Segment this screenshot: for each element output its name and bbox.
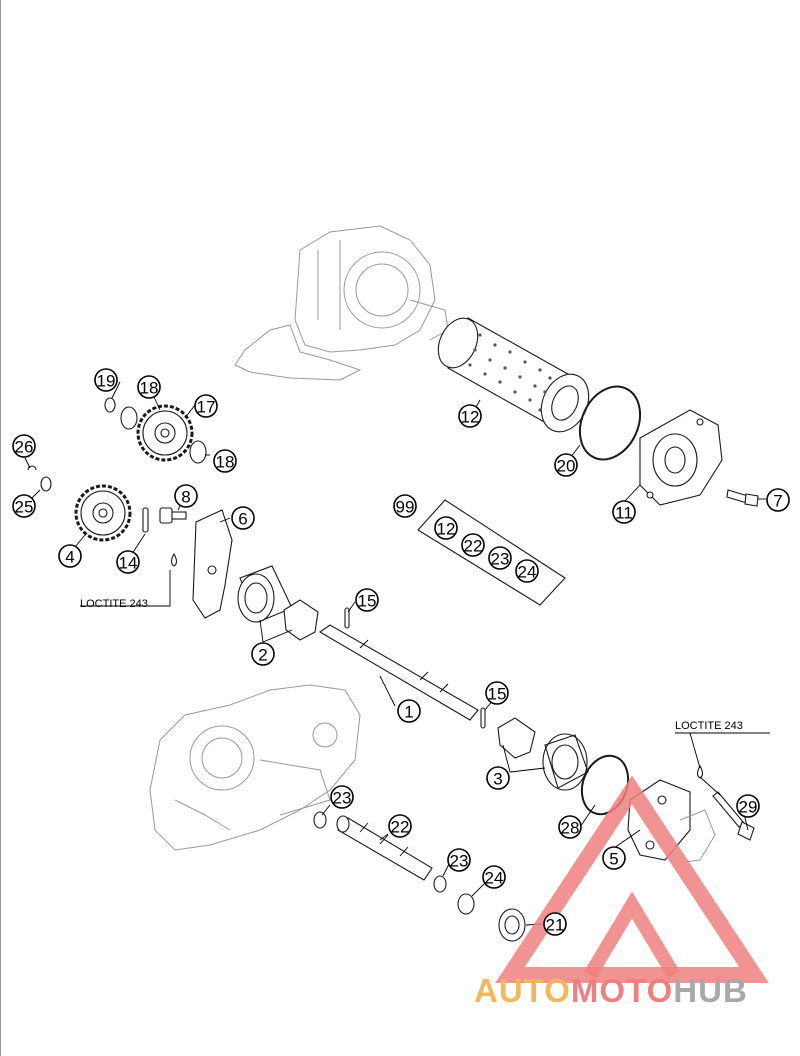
callout-14: 14 — [116, 550, 140, 574]
svg-text:20: 20 — [557, 457, 576, 476]
svg-text:14: 14 — [119, 554, 138, 573]
svg-text:18: 18 — [216, 453, 235, 472]
svg-text:7: 7 — [773, 492, 782, 511]
callout-99: 99 — [393, 494, 417, 518]
svg-text:21: 21 — [546, 916, 565, 935]
callout-2: 2 — [251, 642, 275, 666]
callout-3: 3 — [486, 766, 510, 790]
gear-4 — [74, 484, 132, 542]
svg-text:4: 4 — [65, 548, 74, 567]
bolt-7 — [726, 489, 759, 507]
pin-15-bottom — [480, 707, 486, 729]
callout-8: 8 — [174, 484, 198, 508]
pump-plate-hole — [207, 565, 217, 575]
callout-26: 26 — [12, 434, 36, 458]
loctite-label-right: LOCTITE 243 — [675, 720, 743, 732]
kit-callout-24: 24 — [515, 559, 539, 583]
svg-text:12: 12 — [461, 408, 480, 427]
bolt-8 — [159, 507, 187, 524]
oil-pump-rotor-2 — [237, 565, 319, 641]
svg-text:23: 23 — [491, 550, 510, 569]
callout-19: 19 — [94, 368, 118, 392]
svg-text:22: 22 — [391, 818, 410, 837]
watermark-hub: HUB — [673, 972, 748, 1009]
watermark-moto: MOTO — [570, 972, 674, 1009]
filter-cover — [639, 409, 723, 506]
callout-20: 20 — [554, 453, 578, 477]
oil-filter — [437, 317, 590, 433]
oil-pump-rotor-3 — [497, 717, 589, 791]
svg-text:11: 11 — [615, 504, 633, 523]
svg-text:26: 26 — [15, 438, 34, 457]
loctite-drop-right — [696, 764, 704, 779]
svg-text:24: 24 — [518, 563, 537, 582]
callout-17: 17 — [194, 394, 218, 418]
svg-text:12: 12 — [437, 520, 456, 539]
loctite-label-left: LOCTITE 243 — [80, 598, 148, 610]
o-ring-24 — [457, 893, 475, 915]
callout-28: 28 — [558, 815, 582, 839]
kit-callout-23: 23 — [488, 546, 512, 570]
pump-plate-6 — [192, 509, 233, 619]
callout-15-bottom: 15 — [485, 681, 509, 705]
callout-12: 12 — [458, 404, 482, 428]
svg-text:23: 23 — [450, 852, 469, 871]
svg-text:99: 99 — [396, 498, 415, 517]
callout-21: 21 — [543, 912, 567, 936]
svg-text:19: 19 — [97, 372, 116, 391]
svg-text:23: 23 — [333, 789, 352, 808]
bolt-29 — [712, 791, 755, 841]
svg-text:2: 2 — [258, 646, 267, 665]
oil-strainer-22 — [336, 815, 433, 881]
svg-text:18: 18 — [140, 379, 159, 398]
o-ring-23-right — [433, 875, 447, 893]
washers-gear-stack — [27, 397, 207, 492]
callout-18-top: 18 — [137, 375, 161, 399]
callout-1: 1 — [397, 699, 421, 723]
loctite-drop-left — [170, 552, 178, 567]
callout-23-right: 23 — [447, 848, 471, 872]
watermark-triangle — [495, 775, 769, 983]
watermark-auto: AUTO — [474, 972, 571, 1009]
callout-4: 4 — [58, 544, 82, 568]
callout-29: 29 — [736, 794, 760, 818]
pin-14 — [142, 507, 149, 533]
callout-18-right: 18 — [213, 449, 237, 473]
callout-24: 24 — [482, 865, 506, 889]
svg-text:29: 29 — [739, 798, 758, 817]
callout-11: 11 — [612, 500, 636, 524]
pin-15-top — [344, 607, 350, 629]
o-ring-23-left — [313, 811, 327, 829]
svg-text:8: 8 — [181, 488, 190, 507]
svg-text:28: 28 — [561, 819, 580, 838]
gear-17 — [136, 404, 194, 462]
svg-text:5: 5 — [609, 850, 618, 869]
engine-case-bottom — [149, 684, 361, 851]
svg-text:15: 15 — [358, 592, 377, 611]
svg-text:24: 24 — [485, 869, 504, 888]
callout-25: 25 — [12, 494, 36, 518]
callout-7: 7 — [766, 488, 790, 512]
oil-pump-shaft-1 — [318, 624, 479, 721]
callout-23-left: 23 — [330, 785, 354, 809]
watermark-brand: AUTOMOTOHUB — [474, 972, 748, 1010]
svg-text:1: 1 — [404, 703, 413, 722]
o-ring-20 — [578, 385, 642, 461]
svg-text:3: 3 — [493, 770, 502, 789]
plug-21 — [498, 908, 526, 942]
callout-22: 22 — [388, 814, 412, 838]
engine-case-top — [234, 225, 449, 381]
callout-15-top: 15 — [355, 588, 379, 612]
svg-text:15: 15 — [488, 685, 507, 704]
callout-6: 6 — [231, 506, 255, 530]
callout-5: 5 — [602, 846, 626, 870]
svg-text:17: 17 — [197, 398, 216, 417]
kit-callout-22: 22 — [461, 533, 485, 557]
svg-text:25: 25 — [15, 498, 34, 517]
kit-callout-12: 12 — [434, 516, 458, 540]
svg-text:22: 22 — [464, 537, 483, 556]
svg-text:6: 6 — [238, 510, 247, 529]
left-border-line — [0, 0, 1, 1056]
